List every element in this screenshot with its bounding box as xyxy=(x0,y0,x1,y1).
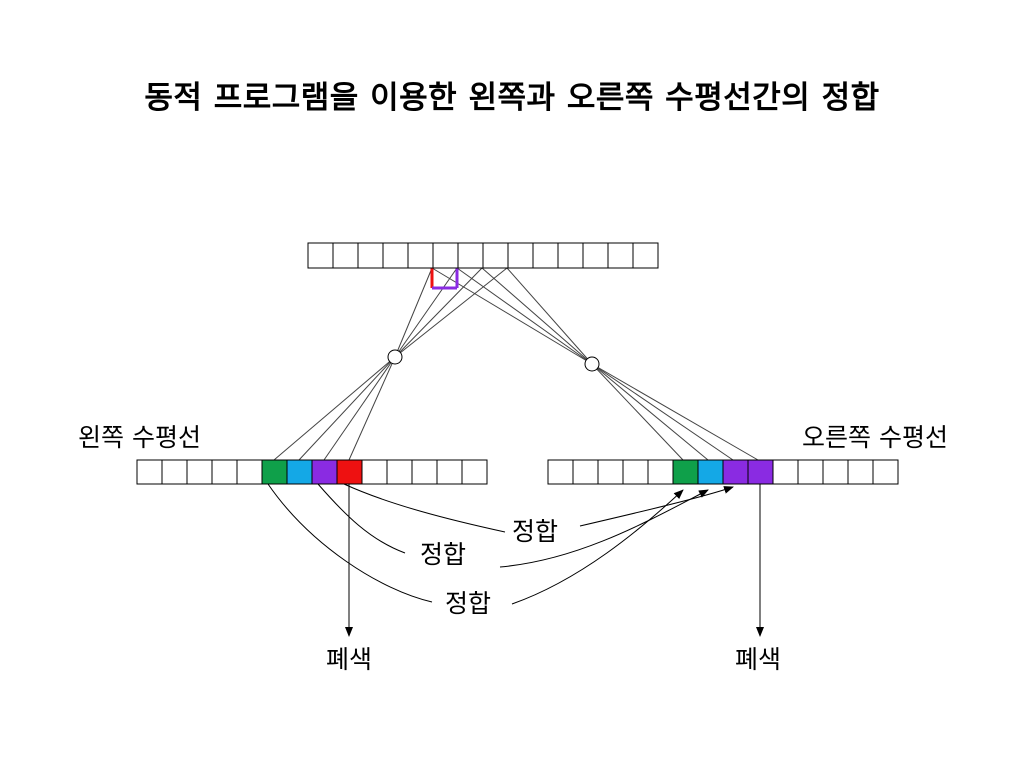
strip-cell xyxy=(482,242,509,269)
projection-line xyxy=(591,363,684,461)
right-node xyxy=(584,356,600,372)
strip-cell-highlighted xyxy=(672,459,699,485)
projection-line xyxy=(481,267,593,365)
projection-line xyxy=(431,267,593,365)
strip-cell xyxy=(647,459,674,485)
strip-cell xyxy=(572,459,599,485)
projection-line xyxy=(591,363,734,461)
projection-line xyxy=(394,267,483,358)
right-scanline-label: 오른쪽 수평선 xyxy=(802,423,948,452)
projection-line xyxy=(394,267,508,358)
left-scanline-label: 왼쪽 수평선 xyxy=(78,423,201,452)
strip-cell xyxy=(332,242,359,269)
match-label-2: 정합 xyxy=(420,540,466,569)
page-title: 동적 프로그램을 이용한 왼쪽과 오른쪽 수평선간의 정합 xyxy=(144,80,880,116)
strip-cell xyxy=(872,459,899,485)
match-curve-2-tail xyxy=(499,489,709,568)
left-node xyxy=(387,349,403,365)
projection-line xyxy=(591,363,759,461)
strip-cell xyxy=(547,459,574,485)
strip-cell xyxy=(607,242,634,269)
projection-line xyxy=(394,267,458,358)
projection-line xyxy=(298,356,396,461)
projection-line xyxy=(591,363,709,461)
projection-line xyxy=(456,267,593,365)
match-curve-3 xyxy=(267,483,433,603)
occlusion-label-right: 폐색 xyxy=(735,645,781,674)
strip-cell xyxy=(772,459,799,485)
strip-cell xyxy=(797,459,824,485)
strip-cell-highlighted xyxy=(697,459,724,485)
strip-cell xyxy=(236,459,263,485)
strip-cell xyxy=(136,459,163,485)
strip-cell xyxy=(507,242,534,269)
strip-cell xyxy=(382,242,409,269)
strip-cell xyxy=(186,459,213,485)
strip-cell xyxy=(457,242,484,269)
cost-strip xyxy=(307,242,659,269)
strip-cell xyxy=(211,459,238,485)
projection-lines xyxy=(273,267,759,461)
strip-cell xyxy=(582,242,609,269)
strip-cell-highlighted xyxy=(722,459,749,485)
match-curve-1-tail xyxy=(579,486,734,527)
strip-cell xyxy=(386,459,413,485)
strip-cell-highlighted xyxy=(261,459,288,485)
strip-cell xyxy=(407,242,434,269)
strip-cell xyxy=(361,459,388,485)
strip-cell-highlighted xyxy=(747,459,774,485)
projection-line xyxy=(348,356,396,461)
strip-cell xyxy=(161,459,188,485)
strip-cell xyxy=(847,459,874,485)
match-curve-3-tail xyxy=(511,489,684,605)
strip-cell-highlighted xyxy=(336,459,363,485)
projection-line xyxy=(273,356,396,461)
strip-cell xyxy=(622,459,649,485)
strip-cell xyxy=(411,459,438,485)
projection-line xyxy=(506,267,593,365)
strip-cell xyxy=(436,459,463,485)
occlusion-label-left: 폐색 xyxy=(326,645,372,674)
strip-cell xyxy=(461,459,488,485)
match-label-3: 정합 xyxy=(445,589,491,618)
match-label-1: 정합 xyxy=(512,517,558,546)
match-curve-1 xyxy=(343,483,506,533)
right-scanline-strip xyxy=(547,459,899,485)
strip-cell xyxy=(822,459,849,485)
match-curve-2 xyxy=(317,483,406,554)
strip-cell xyxy=(597,459,624,485)
strip-cell-highlighted xyxy=(286,459,313,485)
strip-cell-highlighted xyxy=(311,459,338,485)
projection-line xyxy=(394,267,433,358)
projection-line xyxy=(323,356,396,461)
left-scanline-strip xyxy=(136,459,488,485)
match-curves xyxy=(267,483,764,637)
strip-cell xyxy=(632,242,659,269)
strip-cell xyxy=(357,242,384,269)
strip-cell xyxy=(557,242,584,269)
strip-cell xyxy=(307,242,334,269)
strip-cell xyxy=(432,242,459,269)
strip-cell xyxy=(532,242,559,269)
